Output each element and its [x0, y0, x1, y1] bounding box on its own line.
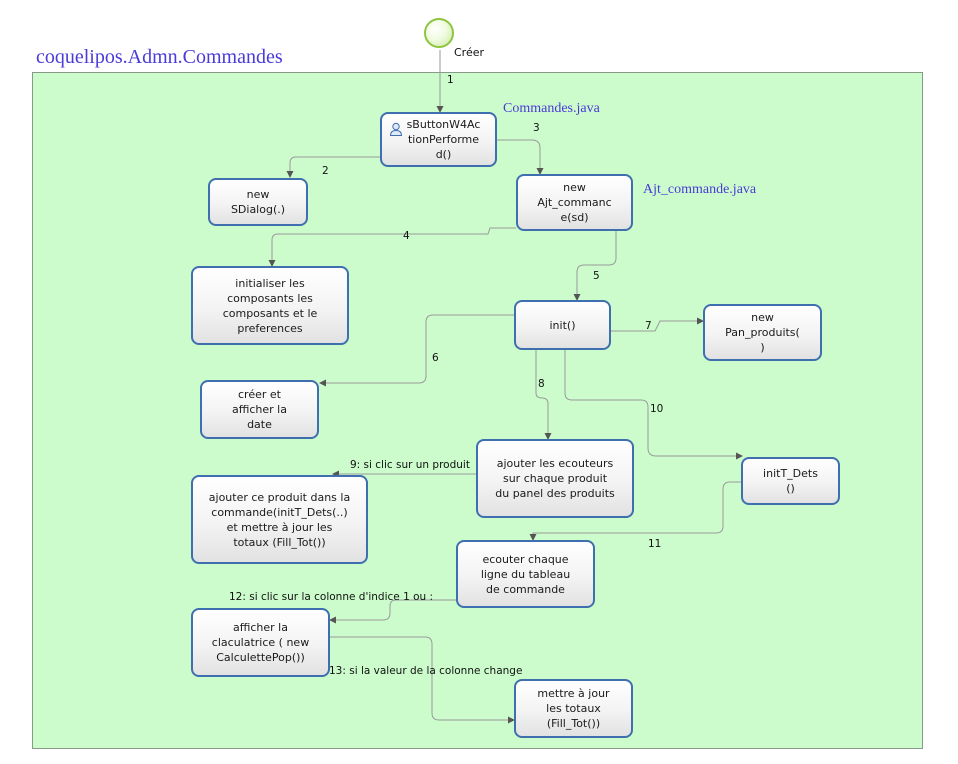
node-init-t-dets[interactable]: initT_Dets (): [741, 457, 840, 505]
edge-6-line: [319, 314, 516, 387]
edge-label-2: 2: [322, 165, 329, 177]
node-update-totals-label: mettre à jour les totaux (Fill_Tot()): [537, 687, 610, 730]
node-action-performed-label: sButtonW4Ac tionPerforme d(): [406, 118, 481, 161]
start-node[interactable]: [424, 18, 454, 48]
edge-label-9: 9: si clic sur un produit: [350, 459, 470, 471]
edge-3-line: [497, 139, 544, 175]
start-label: Créer: [454, 46, 485, 59]
node-new-ajt-commande-label: new Ajt_commanc e(sd): [537, 181, 612, 224]
edge-13-line: [330, 636, 515, 724]
edge-label-5: 5: [593, 270, 600, 282]
edge-5-line: [573, 230, 617, 301]
edge-label-13: 13: si la valeur de la colonne change: [329, 665, 523, 677]
node-add-listeners[interactable]: ajouter les ecouteurs sur chaque produit…: [476, 439, 634, 518]
edge-label-7: 7: [645, 320, 652, 332]
edge-label-1: 1: [447, 74, 454, 86]
edge-11-line: [529, 481, 742, 541]
edge-label-8: 8: [538, 378, 545, 390]
node-create-date[interactable]: créer et afficher la date: [200, 380, 319, 439]
edge-label-4: 4: [403, 230, 410, 242]
node-listen-rows-label: ecouter chaque ligne du tableau de comma…: [480, 552, 571, 596]
node-new-ajt-commande[interactable]: new Ajt_commanc e(sd): [516, 174, 633, 231]
node-new-pan-produits[interactable]: new Pan_produits( ): [703, 304, 822, 361]
node-new-sdialog-label: new SDialog(.): [230, 188, 286, 216]
edge-7-line: [610, 317, 704, 332]
user-icon: [389, 122, 403, 136]
node-init[interactable]: init(): [514, 300, 611, 350]
edge-label-3: 3: [533, 122, 540, 134]
edge-label-6: 6: [432, 352, 439, 364]
node-show-calculator[interactable]: afficher la claculatrice ( new Calculett…: [191, 608, 330, 677]
node-new-pan-produits-label: new Pan_produits( ): [725, 311, 800, 354]
package-frame: [32, 72, 923, 749]
node-init-components[interactable]: initialiser les composants les composant…: [191, 266, 349, 345]
node-show-calculator-label: afficher la claculatrice ( new Calculett…: [211, 621, 310, 664]
edge-label-11: 11: [648, 538, 662, 550]
node-action-performed[interactable]: sButtonW4Ac tionPerforme d(): [380, 112, 497, 167]
node-init-label: init(): [549, 318, 576, 332]
node-new-sdialog[interactable]: new SDialog(.): [208, 178, 308, 226]
node-init-t-dets-label: initT_Dets (): [763, 467, 818, 495]
edge-2-line: [286, 156, 380, 178]
node-add-listeners-label: ajouter les ecouteurs sur chaque produit…: [495, 457, 615, 500]
edge-10-line: [564, 349, 743, 460]
node-add-product-label: ajouter ce produit dans la commande(init…: [208, 490, 351, 549]
diagram-title: coquelipos.Admn.Commandes: [36, 46, 283, 68]
node-listen-rows[interactable]: ecouter chaque ligne du tableau de comma…: [456, 540, 595, 608]
node-add-product[interactable]: ajouter ce produit dans la commande(init…: [191, 475, 368, 564]
node-update-totals[interactable]: mettre à jour les totaux (Fill_Tot()): [514, 679, 633, 738]
edge-label-10: 10: [650, 403, 664, 415]
edge-4-line: [268, 227, 516, 267]
node-create-date-label: créer et afficher la date: [232, 388, 287, 431]
file-label-ajt-commande: Ajt_commande.java: [643, 182, 757, 197]
edge-8-line: [535, 349, 552, 440]
edge-label-12: 12: si clic sur la colonne d'indice 1 ou…: [229, 591, 434, 603]
edge-12-line: [329, 599, 457, 624]
node-init-components-label: initialiser les composants les composant…: [222, 276, 318, 335]
file-label-commandes: Commandes.java: [503, 101, 600, 116]
